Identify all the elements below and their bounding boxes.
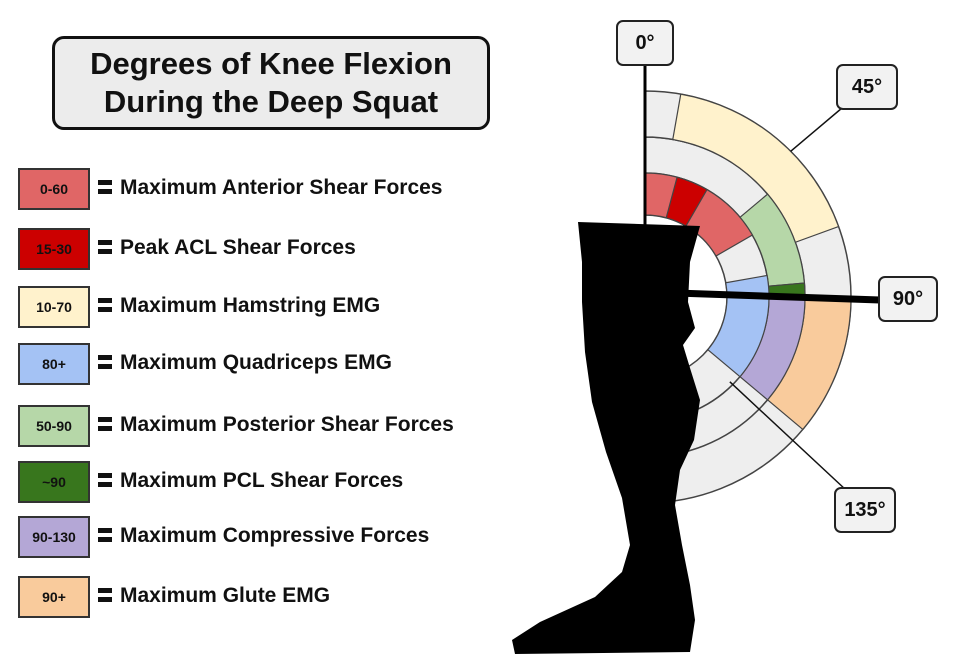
guide-line-135 <box>729 381 847 491</box>
legend-swatch: 10-70 <box>18 286 90 328</box>
angle-label-90: 90° <box>878 276 938 322</box>
legend-swatch: 90-130 <box>18 516 90 558</box>
angle-text-0: 0° <box>635 31 655 54</box>
angle-guide-lines <box>643 62 881 491</box>
equals-icon <box>98 417 112 431</box>
angle-label-45: 45° <box>836 64 898 110</box>
equals-icon <box>98 240 112 254</box>
legend-label: Maximum Hamstring EMG <box>120 294 381 317</box>
leg-silhouette <box>512 222 700 654</box>
legend-label: Maximum Glute EMG <box>120 584 331 607</box>
legend-swatch: 50-90 <box>18 405 90 447</box>
guide-line-90 <box>675 289 881 304</box>
flexion-arc <box>706 274 770 378</box>
legend-label: Maximum Compressive Forces <box>120 524 430 547</box>
angle-text-45: 45° <box>851 75 883 98</box>
legend-swatch: 90+ <box>18 576 90 618</box>
legend-swatch: ~90 <box>18 461 90 503</box>
title-line-2: During the Deep Squat <box>103 84 439 119</box>
legend-label: Maximum PCL Shear Forces <box>120 469 404 492</box>
equals-icon <box>98 298 112 312</box>
equals-icon <box>98 528 112 542</box>
angle-text-90: 90° <box>892 287 924 310</box>
angle-label-0: 0° <box>616 20 674 66</box>
equals-icon <box>98 180 112 194</box>
legend-label: Maximum Posterior Shear Forces <box>120 413 454 436</box>
equals-icon <box>98 473 112 487</box>
legend-swatch: 15-30 <box>18 228 90 270</box>
legend-swatch: 0-60 <box>18 168 90 210</box>
flexion-arcs <box>644 93 852 431</box>
legend-label: Peak ACL Shear Forces <box>120 236 356 259</box>
angle-label-135: 135° <box>834 487 896 533</box>
legend-swatch: 80+ <box>18 343 90 385</box>
title-line-1: Degrees of Knee Flexion <box>90 46 452 81</box>
legend-label: Maximum Quadriceps EMG <box>120 351 392 374</box>
guide-line-45 <box>790 107 843 152</box>
angle-text-135: 135° <box>844 498 886 521</box>
equals-icon <box>98 355 112 369</box>
flexion-arc <box>672 93 840 244</box>
legend-label: Maximum Anterior Shear Forces <box>120 176 443 199</box>
equals-icon <box>98 588 112 602</box>
diagram-title: Degrees of Knee Flexion During the Deep … <box>52 36 490 130</box>
